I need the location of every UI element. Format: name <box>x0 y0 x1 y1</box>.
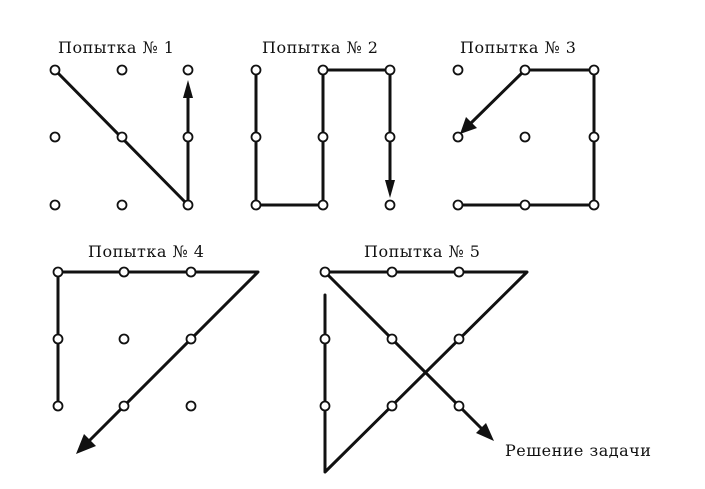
grid-dot <box>116 64 128 76</box>
grid-dot <box>317 64 329 76</box>
attempt-4-dot-grid <box>52 266 197 412</box>
grid-dot <box>52 266 64 278</box>
grid-dot <box>250 199 262 211</box>
grid-dot <box>588 199 600 211</box>
grid-dot <box>317 199 329 211</box>
attempt-5-label: Попытка № 5 <box>364 242 481 261</box>
attempt-2-drawing <box>250 64 396 211</box>
attempt-4-path <box>56 270 260 444</box>
attempt-2-label: Попытка № 2 <box>262 38 379 57</box>
grid-dot <box>453 333 465 345</box>
grid-dot <box>453 400 465 412</box>
grid-dot <box>182 199 194 211</box>
grid-dot <box>386 266 398 278</box>
attempt-5-dot-grid <box>319 266 465 412</box>
grid-dot <box>384 199 396 211</box>
grid-dot <box>386 400 398 412</box>
attempt-3-drawing <box>452 64 600 211</box>
grid-dot <box>49 64 61 76</box>
attempt-2-arrowhead <box>385 180 395 198</box>
grid-dot <box>384 131 396 143</box>
grid-dot <box>118 333 130 345</box>
attempt-1-label: Попытка № 1 <box>58 38 175 57</box>
grid-dot <box>182 131 194 143</box>
grid-dot <box>116 199 128 211</box>
grid-dot <box>49 131 61 143</box>
grid-dot <box>386 333 398 345</box>
grid-dot <box>185 266 197 278</box>
attempt-1-drawing <box>49 64 194 211</box>
grid-dot <box>588 131 600 143</box>
attempt-1-dot-grid <box>49 64 194 211</box>
grid-dot <box>317 131 329 143</box>
grid-dot <box>118 400 130 412</box>
grid-dot <box>588 64 600 76</box>
grid-dot <box>250 64 262 76</box>
grid-dot <box>116 131 128 143</box>
grid-dot <box>319 333 331 345</box>
attempt-3-label: Попытка № 3 <box>460 38 577 57</box>
attempt-5-path <box>323 270 529 474</box>
grid-dot <box>319 266 331 278</box>
grid-dot <box>52 333 64 345</box>
grid-dot <box>519 64 531 76</box>
attempt-4-drawing <box>52 266 260 454</box>
grid-dot <box>49 199 61 211</box>
attempt-4-arrowhead <box>76 434 96 454</box>
grid-dot <box>519 199 531 211</box>
grid-dot <box>185 400 197 412</box>
grid-dot <box>384 64 396 76</box>
attempt-2-dot-grid <box>250 64 396 211</box>
grid-dot <box>452 199 464 211</box>
grid-dot <box>182 64 194 76</box>
grid-dot <box>52 400 64 412</box>
attempt-5-arrowhead <box>476 423 494 441</box>
grid-dot <box>452 64 464 76</box>
grid-dot <box>250 131 262 143</box>
attempt-1-arrowhead <box>183 80 193 98</box>
grid-dot <box>185 333 197 345</box>
grid-dot <box>453 266 465 278</box>
grid-dot <box>118 266 130 278</box>
attempt-3-dot-grid <box>452 64 600 211</box>
grid-dot <box>319 400 331 412</box>
grid-dot <box>519 131 531 143</box>
solution-label: Решение задачи <box>505 441 652 460</box>
attempt-4-label: Попытка № 4 <box>88 242 205 261</box>
grid-dot <box>452 131 464 143</box>
attempt-3-arrowhead <box>460 117 477 134</box>
attempt-5-drawing <box>319 266 529 474</box>
